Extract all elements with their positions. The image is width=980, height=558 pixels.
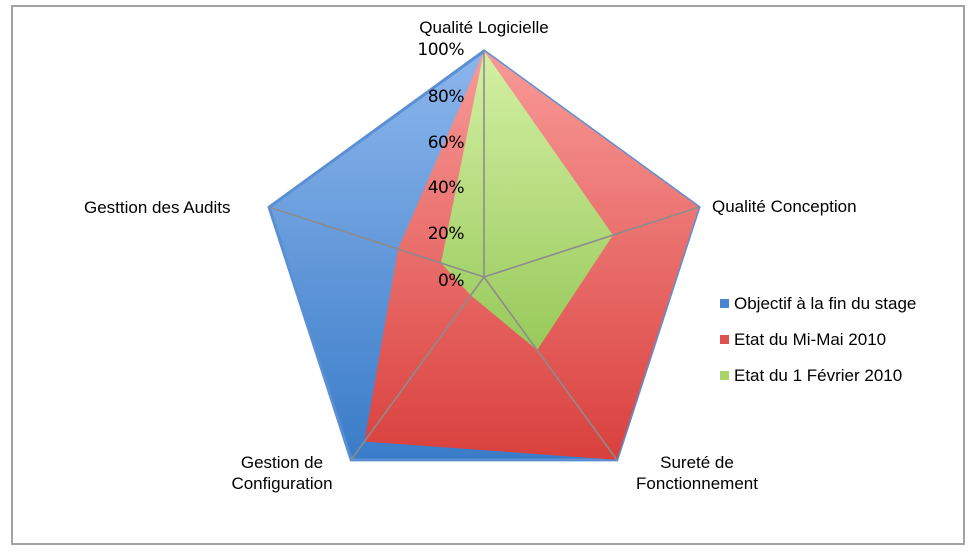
tick-20: 20% xyxy=(427,224,465,244)
legend-label: Etat du Mi-Mai 2010 xyxy=(734,330,887,349)
tick-100: 100% xyxy=(417,40,464,60)
tick-40: 40% xyxy=(427,178,465,198)
axis-label-surete-de-fonctionnement: Sureté de Fonctionnement xyxy=(617,452,777,494)
tick-80: 80% xyxy=(427,87,465,107)
tick-60: 60% xyxy=(427,133,465,153)
axis-label-qualite-logicielle: Qualité Logicielle xyxy=(419,18,549,37)
spoke-layer xyxy=(268,51,700,461)
axis-label-gestion-de-configuration: Gestion de Configuration xyxy=(202,452,362,494)
legend-item-mi-mai: Etat du Mi-Mai 2010 xyxy=(720,322,916,358)
axis-label-line: Gestion de xyxy=(240,453,324,472)
axis-label-qualite-conception: Qualité Conception xyxy=(712,197,857,216)
legend-item-fevrier: Etat du 1 Février 2010 xyxy=(720,358,916,394)
legend: Objectif à la fin du stage Etat du Mi-Ma… xyxy=(720,286,916,394)
axis-spoke xyxy=(268,206,485,278)
tick-0: 0% xyxy=(438,271,464,291)
legend-swatch-red xyxy=(720,334,729,344)
legend-label: Objectif à la fin du stage xyxy=(734,294,917,313)
legend-swatch-green xyxy=(720,370,729,380)
legend-swatch-blue xyxy=(720,298,729,308)
axis-spoke xyxy=(350,276,485,461)
axis-label-line: Configuration xyxy=(231,474,333,493)
axis-label-line: Fonctionnement xyxy=(636,474,758,493)
legend-label: Etat du 1 Février 2010 xyxy=(734,366,903,385)
axis-label-line: Sureté de xyxy=(660,453,734,472)
axis-label-gestion-des-audits: Gesttion des Audits xyxy=(84,198,231,217)
axis-spoke xyxy=(483,276,618,461)
legend-item-objectif: Objectif à la fin du stage xyxy=(720,286,916,322)
axis-spoke xyxy=(483,206,700,278)
